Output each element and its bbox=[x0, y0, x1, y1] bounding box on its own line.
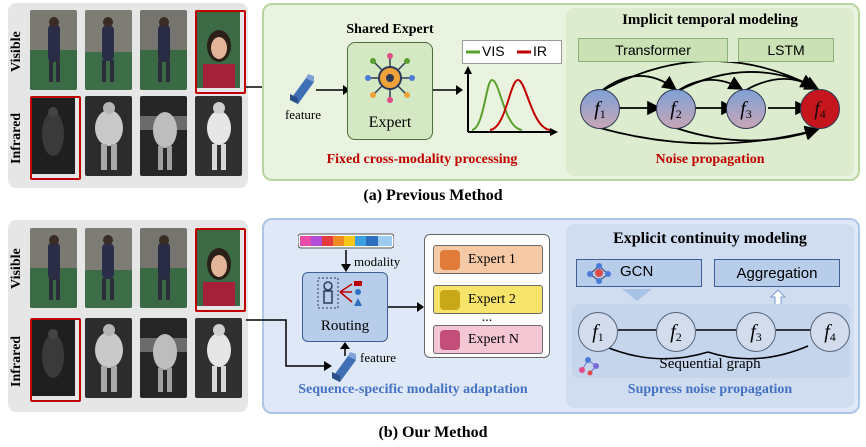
infrared-frame-3 bbox=[140, 96, 187, 176]
visible-frame-3-b bbox=[140, 228, 187, 308]
visible-frame-1-b bbox=[30, 228, 77, 308]
expert-1-label: Expert 1 bbox=[468, 251, 516, 267]
visible-frame-1 bbox=[30, 10, 77, 90]
shared-expert-title: Shared Expert bbox=[346, 22, 434, 37]
experts-ellipsis: ... bbox=[481, 310, 493, 325]
visible-row-label-b: Visible bbox=[9, 248, 24, 290]
infrared-frame-4-b bbox=[195, 318, 242, 398]
infrared-frame-2 bbox=[85, 96, 132, 176]
lstm-box: LSTM bbox=[738, 38, 834, 62]
expert-to-chart-arrow bbox=[433, 85, 463, 95]
expert-n-icon bbox=[440, 329, 460, 350]
bottom-node-connections bbox=[603, 329, 814, 360]
modality-label: modality bbox=[354, 254, 401, 269]
modality-distribution-chart bbox=[464, 66, 558, 136]
expert-1: Expert 1 bbox=[433, 245, 543, 274]
infrared-frame-1-highlighted bbox=[30, 96, 81, 180]
sequential-graph-icon bbox=[579, 357, 599, 376]
legend-ir-line bbox=[517, 50, 531, 54]
top-left-caption: Fixed cross-modality processing bbox=[326, 152, 518, 167]
infrared-row-label: Infrared bbox=[9, 112, 24, 164]
visible-frame-2-b bbox=[85, 228, 132, 308]
expert-2: Expert 2 bbox=[433, 285, 543, 314]
feature-cube-icon-b bbox=[332, 352, 356, 382]
feature-to-routing-arrow bbox=[340, 342, 350, 356]
routing-label: Routing bbox=[320, 318, 370, 334]
routing-box bbox=[302, 272, 388, 342]
bottom-right-caption: Suppress noise propagation bbox=[627, 382, 793, 397]
top-feature-label: feature bbox=[284, 107, 322, 122]
legend-vis-label: VIS bbox=[482, 43, 505, 59]
visible-frame-2 bbox=[85, 10, 132, 90]
previous-method-caption: (a) Previous Method bbox=[363, 187, 503, 204]
sequential-graph-area bbox=[572, 304, 850, 378]
top-node-connections bbox=[599, 62, 820, 145]
transformer-box: Transformer bbox=[578, 38, 728, 62]
infrared-frame-4 bbox=[195, 96, 242, 176]
gcn-graph-icon bbox=[587, 263, 611, 284]
routing-icon bbox=[317, 277, 362, 309]
our-method-caption: (b) Our Method bbox=[378, 424, 488, 441]
infrared-frame-1-highlighted-b bbox=[30, 318, 81, 402]
modality-color-bar bbox=[298, 233, 394, 249]
ir-curve bbox=[489, 78, 551, 131]
visible-frame-3 bbox=[140, 10, 187, 90]
expert-1-icon bbox=[440, 249, 460, 270]
visible-frame-4-highlighted bbox=[195, 10, 246, 94]
infrared-frame-3-b bbox=[140, 318, 187, 398]
legend-ir-label: IR bbox=[533, 43, 547, 59]
visible-frame-4-highlighted-b bbox=[195, 228, 246, 312]
implicit-temporal-panel bbox=[566, 8, 854, 176]
legend-vis-line bbox=[466, 50, 480, 54]
feature-cube-icon bbox=[290, 74, 314, 104]
routing-to-experts-arrow bbox=[388, 302, 424, 312]
modality-arrow bbox=[341, 250, 351, 272]
expert-chip-icon bbox=[365, 53, 415, 103]
infrared-frame-2-b bbox=[85, 318, 132, 398]
top-right-caption: Noise propagation bbox=[655, 152, 765, 167]
vis-curve bbox=[471, 78, 523, 131]
sequential-graph-label: Sequential graph bbox=[659, 356, 761, 372]
gcn-label: GCN bbox=[620, 263, 654, 280]
expert-2-icon bbox=[440, 289, 460, 310]
explicit-continuity-title: Explicit continuity modeling bbox=[613, 230, 807, 247]
expert-label: Expert bbox=[368, 114, 412, 131]
infrared-row-label-b: Infrared bbox=[9, 335, 24, 387]
visible-row-label: Visible bbox=[9, 31, 24, 73]
down-chevron-icon bbox=[622, 289, 652, 301]
bottom-left-caption: Sequence-specific modality adaptation bbox=[298, 382, 528, 397]
expert-n: Expert N bbox=[433, 325, 543, 354]
bottom-feature-label: feature bbox=[360, 350, 397, 365]
expert-n-label: Expert N bbox=[468, 331, 519, 347]
bottom-input-path bbox=[246, 319, 332, 371]
feature-to-expert-arrow bbox=[316, 85, 350, 95]
aggregation-box: Aggregation bbox=[714, 259, 840, 287]
expert-2-label: Expert 2 bbox=[468, 291, 516, 307]
implicit-temporal-title: Implicit temporal modeling bbox=[622, 12, 798, 28]
